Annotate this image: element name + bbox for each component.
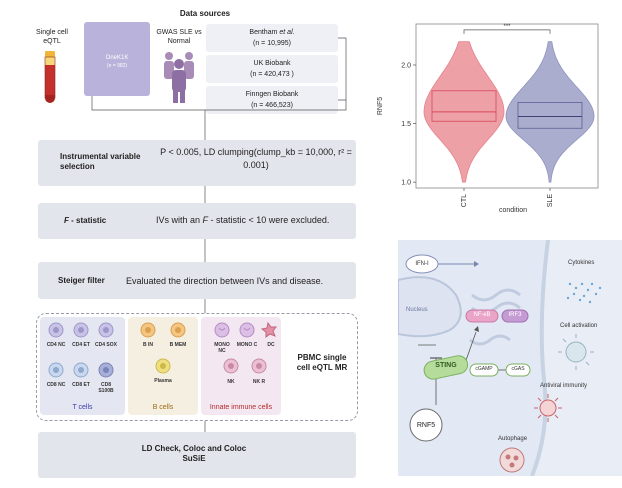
innate-title: Innate immune cells <box>209 404 273 411</box>
cell-label-cd4-sox: CD4 SOX <box>95 342 117 348</box>
significance-label: *** <box>503 24 511 30</box>
people-icon <box>164 52 194 103</box>
cgamp-label: cGAMP <box>475 366 493 372</box>
y-tick-label: 2.0 <box>401 63 411 70</box>
cell-icons <box>48 321 277 378</box>
bentham-box: Bentham et al. (n = 10,995) <box>206 24 338 52</box>
gwas-label: GWAS SLE vs Normal <box>156 29 202 45</box>
nucleus-label: Nucleus <box>406 307 428 313</box>
cell-label-cd4-nc: CD4 NC <box>46 342 66 348</box>
sting-label: STING <box>435 362 457 369</box>
mechanism-panel <box>398 240 622 476</box>
final-step: LD Check, Coloc and Coloc SuSiE <box>38 432 356 478</box>
ukb-box: UK Biobank (n = 420,473 ) <box>206 55 338 83</box>
cell-label-cd4-et: CD4 ET <box>72 342 90 348</box>
irf3-label: IRF3 <box>508 312 522 318</box>
ukb-n: (n = 420,473 ) <box>250 71 294 78</box>
f-statistic-step: F - statistic IVs with an F - statistic … <box>38 203 356 239</box>
antiviral-label: Antiviral immunity <box>540 383 588 389</box>
flow-connectors <box>91 37 347 432</box>
steiger-step: Steiger filter Evaluated the direction b… <box>38 262 356 299</box>
bentham-label: Bentham et al. <box>249 29 295 36</box>
single-cell-eqtl-label: Single cell eQTL <box>36 29 68 45</box>
cell-label-cd8-nc: CD8 NC <box>46 382 66 388</box>
iv-selection-step: Instrumental variable selection P < 0.00… <box>38 140 356 186</box>
pbmc-label: PBMC single cell eQTL MR <box>296 353 348 372</box>
steiger-label: Steiger filter <box>58 276 105 285</box>
cell-label-mono-nc: MONO NC <box>214 342 230 354</box>
onek1k-label: OneK1K <box>105 55 129 61</box>
box-sle <box>517 102 583 129</box>
autophage-label: Autophage <box>498 436 528 442</box>
cell-label-dc: DC <box>267 342 275 348</box>
y-tick-label: 1.0 <box>401 180 411 187</box>
x-tick-label-ctl: CTL <box>461 194 468 207</box>
iv-selection-label: Instrumental variable selection <box>60 152 141 171</box>
pbmc-container <box>36 313 358 421</box>
cell-label-b-mem: B MEM <box>169 342 187 348</box>
ifn-label: IFN-I <box>415 261 429 267</box>
cell-activation-label: Cell activation <box>560 323 598 329</box>
significance-bracket <box>463 29 551 34</box>
finngen-n: (n = 466,523) <box>251 102 293 109</box>
finngen-label: Finngen Biobank <box>245 91 299 98</box>
x-tick-label-sle: SLE <box>547 194 554 208</box>
cgas-label: cGAS <box>511 366 525 372</box>
cell-label-nk-r: NK R <box>252 379 266 385</box>
x-axis-label: condition <box>499 207 527 214</box>
bentham-n: (n = 10,995) <box>253 40 291 47</box>
final-label: LD Check, Coloc and Coloc SuSiE <box>141 444 247 463</box>
onek1k-n: (n = 982) <box>106 63 128 69</box>
f-statistic-label: F - statistic <box>64 216 107 225</box>
cell-label-cd8-s100b: CD8 S100B <box>98 382 114 394</box>
finngen-box: Finngen Biobank (n = 466,523) <box>206 86 338 114</box>
cell-label-plasma: Plasma <box>154 378 172 384</box>
cell-label-nk: NK <box>227 379 235 385</box>
rnf5-label: RNF5 <box>416 422 436 429</box>
y-tick-label: 1.5 <box>401 121 411 128</box>
nfkb-label: NF-κB <box>473 312 491 318</box>
box-ctl <box>431 90 497 122</box>
f-statistic-text: IVs with an F - statistic < 10 were excl… <box>156 215 330 225</box>
cytokines-label: Cytokines <box>568 260 595 266</box>
onek1k-box: OneK1K (n = 982) <box>84 22 150 96</box>
cell-label-mono-c: MONO C <box>236 342 258 348</box>
b-cells-title: B cells <box>152 404 174 411</box>
t-cells-title: T cells <box>72 404 93 411</box>
iv-selection-text: P < 0.005, LD clumping(clump_kb = 10,000… <box>160 147 352 170</box>
violin-sle <box>505 41 595 183</box>
y-axis-label: RNF5 <box>377 97 384 115</box>
data-sources-title: Data sources <box>179 9 231 18</box>
ukb-label: UK Biobank <box>253 60 291 67</box>
cell-label-cd8-et: CD8 ET <box>72 382 90 388</box>
steiger-text: Evaluated the direction between IVs and … <box>126 276 324 286</box>
cell-label-b-in: B IN <box>143 342 153 348</box>
blood-tube-icon <box>44 51 56 103</box>
